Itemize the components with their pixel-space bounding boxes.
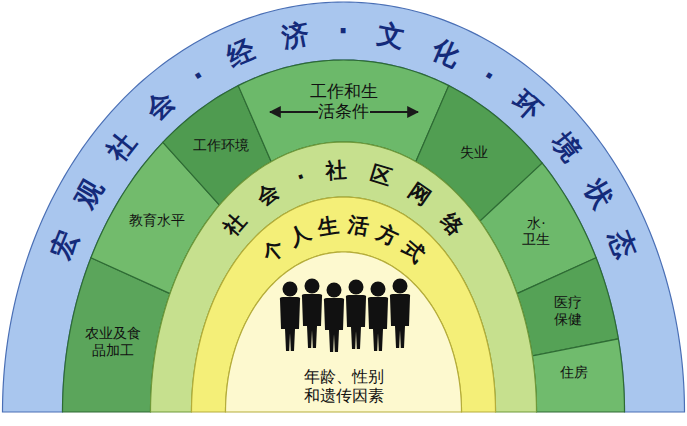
sector-label: 年龄、性别和遗传因素 xyxy=(294,367,393,405)
arc-glyph: 济 xyxy=(279,20,311,52)
arc-glyph: · xyxy=(293,166,308,188)
arc-glyph: 会 xyxy=(253,180,282,209)
sector-label: 工作环境 xyxy=(191,137,251,154)
arc-glyph: 人 xyxy=(285,221,313,249)
arc-label: 个人生活方式 xyxy=(259,214,428,266)
band-shape xyxy=(3,2,685,412)
sector-label: 住房 xyxy=(558,364,590,381)
arc-glyph: 环 xyxy=(508,86,546,124)
arc-glyph: 活 xyxy=(347,214,371,238)
arc-glyph: 式 xyxy=(398,237,428,267)
arc-glyph: 文 xyxy=(376,20,408,52)
band-shape xyxy=(151,142,537,412)
band-shape xyxy=(517,258,618,356)
direction-arrow xyxy=(370,111,418,113)
sector-label: 失业 xyxy=(458,144,490,161)
arc-glyph: 状 xyxy=(580,175,617,212)
band-shape xyxy=(192,197,496,412)
arc-glyph: 会 xyxy=(141,86,179,124)
arc-glyph: 宏 xyxy=(47,227,82,262)
arc-glyph: 境 xyxy=(547,127,585,165)
arc-glyph: · xyxy=(186,61,209,89)
arc-glyph: 络 xyxy=(437,209,467,239)
band-shape xyxy=(226,252,462,412)
arc-glyph: 社 xyxy=(102,127,140,165)
arc-glyph: 化 xyxy=(428,35,463,70)
sector-label: 医疗保健 xyxy=(551,294,583,328)
arc-glyph: 社 xyxy=(220,209,250,239)
arc-glyph: 态 xyxy=(605,227,640,262)
arc-glyph: 经 xyxy=(223,35,258,70)
sector-label: 农业及食品加工 xyxy=(84,325,141,359)
arc-glyph: 个 xyxy=(259,237,289,267)
arc-glyph: 社 xyxy=(326,159,348,181)
sector-label: 教育水平 xyxy=(127,212,187,229)
sector-label: 水·卫生 xyxy=(520,215,552,249)
arc-glyph: · xyxy=(338,17,348,44)
direction-arrow xyxy=(270,111,318,113)
sector-label: 工作和生活条件 xyxy=(300,81,387,122)
arc-glyph: 区 xyxy=(367,162,393,188)
arc-glyph: 生 xyxy=(316,214,340,238)
band-shape xyxy=(532,339,624,412)
arc-glyph: 网 xyxy=(405,180,434,209)
arc-label: 社会·社区网络 xyxy=(220,159,466,239)
arc-glyph: 观 xyxy=(70,175,107,212)
arc-glyph: 方 xyxy=(374,221,402,249)
arc-glyph: · xyxy=(477,61,500,89)
